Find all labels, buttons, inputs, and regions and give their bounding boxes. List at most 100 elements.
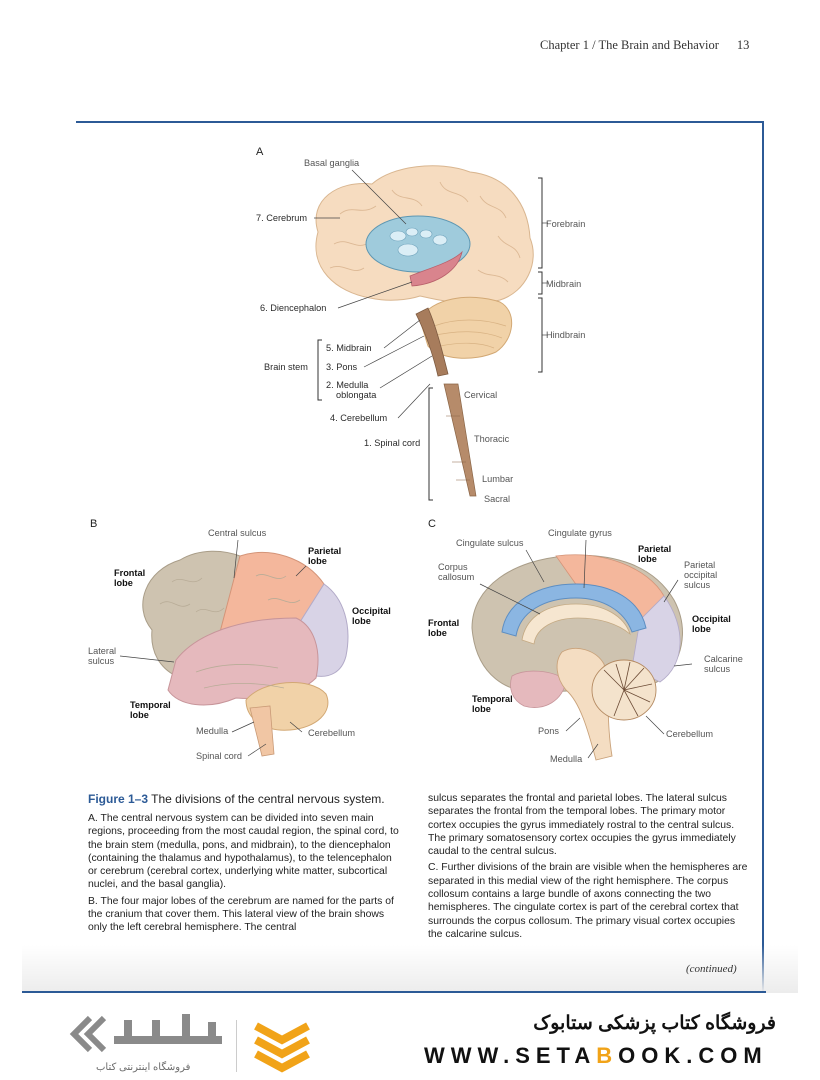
label-diencephalon: 6. Diencephalon [260,303,327,313]
logo-tagline: فروشگاه اینترنتی کتاب [96,1062,191,1073]
label-pons: 3. Pons [326,362,358,372]
figure-title: Figure 1–3 The divisions of the central … [88,792,400,807]
label-cerebellum-b: Cerebellum [308,728,355,738]
label-c-parietal-line2: lobe [638,554,657,564]
label-parietal-line1: Parietal [308,546,342,556]
continued-note: (continued) [686,963,737,975]
label-c-temporal-line2: lobe [472,704,491,714]
brain-stem-b-shape [249,705,275,757]
brain-stem-shape [415,307,449,377]
label-occipital-line2: lobe [352,616,371,626]
panel-b-letter: B [90,518,98,530]
panel-a-leaders [314,169,548,419]
label-spinal-cord: 1. Spinal cord [364,438,421,448]
label-temporal-line2: lobe [130,710,149,720]
figure-caption-left: Figure 1–3 The divisions of the central … [88,792,400,938]
label-cingulate-sulcus: Cingulate sulcus [456,538,524,548]
label-parietal-occipital-line1: Parietal [684,560,716,570]
label-calcarine-line1: Calcarine [704,654,743,664]
logo-stack-icon [254,1022,310,1073]
label-c-occipital-line1: Occipital [692,614,731,624]
basal-ganglia-detail [389,227,448,257]
label-occipital-line1: Occipital [352,606,391,616]
panel-b-gyri [159,574,301,689]
label-cerebrum: 7. Cerebrum [256,213,308,223]
cerebrum-gyri [329,181,521,283]
panel-c-illustration [471,539,693,761]
panel-c-letter: C [428,518,436,530]
panel-a-illustration [314,165,548,501]
label-medulla-b: Medulla [196,726,229,736]
label-midbrain-numbered: 5. Midbrain [326,343,372,353]
figure-title-text: The divisions of the central nervous sys… [148,792,385,806]
corpus-callosum-shape [521,603,631,645]
label-cervical: Cervical [464,390,498,400]
page-bottom-shade [22,945,798,993]
label-cingulate-gyrus: Cingulate gyrus [548,528,612,538]
figure-bottom-rule [22,991,766,993]
label-c-cerebellum: Cerebellum [666,729,713,739]
label-forebrain: Forebrain [546,219,586,229]
label-c-temporal-line1: Temporal [472,694,513,704]
panel-b-leaders [119,539,307,757]
frontal-lobe-shape [142,550,241,677]
shop-url[interactable]: WWW.SETABOOK.COM [424,1043,768,1069]
label-central-sulcus: Central sulcus [208,528,267,538]
cerebellum-shape [419,296,513,359]
label-corpus-line1: Corpus [438,562,468,572]
panel-a-brackets [317,177,543,501]
figure-frame [76,121,764,991]
label-cerebellum-numbered: 4. Cerebellum [330,413,388,423]
chapter-title: Chapter 1 / The Brain and Behavior [540,38,719,52]
label-parietal-line2: lobe [308,556,327,566]
label-thoracic: Thoracic [474,434,510,444]
panel-a-letter: A [256,146,264,158]
spinal-cord-shape [443,383,477,497]
label-c-frontal-line2: lobe [428,628,447,638]
label-lateral-line2: sulcus [88,656,115,666]
label-parietal-occipital-line2: occipital [684,570,718,580]
page-number: 13 [736,38,750,52]
caption-paragraph-c: C. Further divisions of the brain are vi… [428,862,748,940]
label-parietal-occipital-line3: sulcus [684,580,711,590]
label-medulla-line2: oblongata [336,390,377,400]
label-c-occipital-line2: lobe [692,624,711,634]
label-medulla-line1: 2. Medulla [326,380,369,390]
basal-ganglia-shape [365,215,471,273]
caption-paragraph-b-continued: sulcus separates the frontal and parieta… [428,793,736,858]
caption-paragraph-a: A. The central nervous system can be div… [88,813,399,891]
label-frontal-line1: Frontal [114,568,146,578]
medial-temporal-shape [510,670,567,708]
shop-name: فروشگاه کتاب پزشکی ستابوک [533,1013,776,1034]
diencephalon-shape [409,250,463,287]
label-sacral: Sacral [484,494,511,504]
label-corpus-line2: callosum [438,572,475,582]
label-hindbrain: Hindbrain [546,330,586,340]
logo-chevrons-icon [69,1015,107,1053]
spinal-segments [446,415,470,481]
panel-c-leaders [479,539,693,759]
cerebellum-folia [431,319,507,349]
logo-divider [236,1020,237,1072]
figure-caption-right: sulcus separates the frontal and parieta… [428,792,750,944]
caption-paragraph-b: B. The four major lobes of the cerebrum … [88,895,394,934]
label-c-parietal-line1: Parietal [638,544,672,554]
label-basal-ganglia: Basal ganglia [304,158,360,168]
shop-url-suffix: OOK.COM [618,1043,768,1068]
label-lumbar: Lumbar [482,474,514,484]
arbor-vitae [603,661,653,717]
label-frontal-line2: lobe [114,578,133,588]
running-header: Chapter 1 / The Brain and Behavior 13 [540,38,749,53]
label-lateral-line1: Lateral [88,646,117,656]
cingulate-gyrus-shape [501,583,647,637]
label-c-frontal-line1: Frontal [428,618,460,628]
shop-url-prefix: WWW.SETA [424,1043,597,1068]
label-midbrain: Midbrain [546,279,582,289]
panel-b-illustration [119,539,349,757]
logo-wordmark-icon [114,1014,222,1044]
shop-url-accent: B [596,1043,619,1068]
label-c-pons: Pons [538,726,559,736]
figure-number: Figure 1–3 [88,792,149,806]
